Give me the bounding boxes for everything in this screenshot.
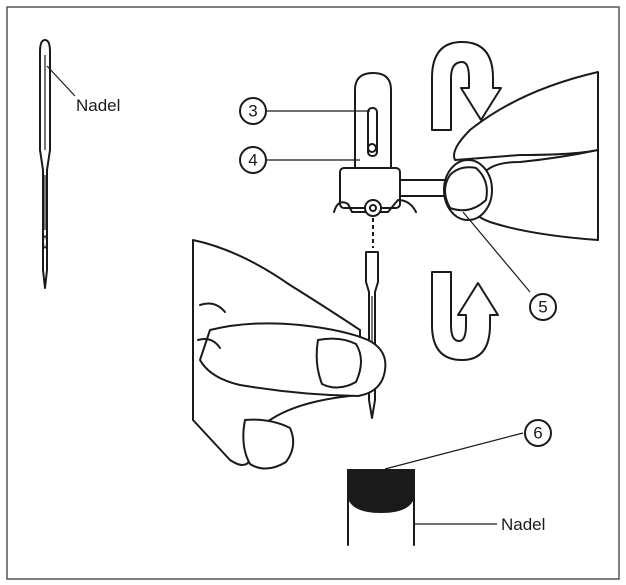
- needle-bar-assembly: [333, 72, 451, 248]
- callout-6-leader: [384, 432, 524, 470]
- rotate-arrow-bottom: [431, 271, 499, 361]
- callout-6: 6: [524, 419, 552, 447]
- needle-bottom-label: Nadel: [501, 515, 545, 534]
- rotate-arrow-top: [431, 41, 502, 131]
- callout-5: 5: [529, 293, 557, 321]
- callout-3: 3: [239, 97, 267, 125]
- svg-text:5: 5: [538, 298, 547, 317]
- needle-top-leader-line: [46, 65, 76, 97]
- right-hand: [443, 71, 599, 241]
- needle-top-label: Nadel: [76, 96, 120, 115]
- svg-text:6: 6: [533, 424, 542, 443]
- diagram-frame: [6, 6, 620, 580]
- svg-text:3: 3: [248, 102, 257, 121]
- callout-5-leader: [462, 211, 531, 293]
- standalone-needle: [39, 39, 51, 289]
- needle-flat-side-detail: [347, 469, 415, 546]
- left-hand: [192, 239, 387, 470]
- callout-4: 4: [239, 146, 267, 174]
- needle-flat-side: [347, 469, 415, 514]
- svg-text:4: 4: [248, 151, 257, 170]
